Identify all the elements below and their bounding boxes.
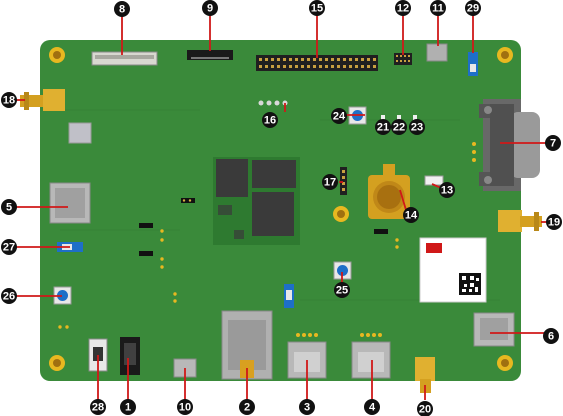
status-leds (381, 115, 417, 121)
callout-number: 15 (311, 3, 323, 15)
callout-12: 12 (395, 0, 411, 16)
callout-4: 4 (364, 399, 380, 415)
callout-number: 9 (207, 3, 213, 15)
dc-power-jack (120, 337, 140, 375)
callout-5: 5 (1, 199, 17, 215)
callout-19: 19 (546, 214, 562, 230)
db9-serial-connector (479, 99, 540, 191)
callout-15: 15 (309, 0, 325, 16)
callout-number: 13 (441, 185, 453, 197)
callout-13: 13 (439, 182, 455, 198)
callout-number: 16 (264, 115, 276, 127)
callout-number: 8 (119, 4, 125, 16)
callout-25: 25 (334, 282, 350, 298)
callout-7: 7 (545, 135, 561, 151)
callout-28: 28 (90, 399, 106, 415)
callout-number: 29 (467, 3, 479, 15)
gray-component (426, 43, 448, 62)
callout-number: 2 (244, 402, 250, 414)
callout-27: 27 (1, 239, 17, 255)
callout-number: 7 (550, 138, 556, 150)
callout-18: 18 (1, 92, 17, 108)
callout-number: 17 (324, 177, 336, 189)
callout-24: 24 (331, 108, 347, 124)
callout-number: 26 (3, 291, 15, 303)
callout-16: 16 (262, 112, 278, 128)
callout-number: 24 (333, 111, 346, 123)
sma-connector-right (498, 210, 542, 232)
callout-number: 28 (92, 402, 104, 414)
callout-number: 10 (179, 402, 191, 414)
callout-number: 3 (304, 402, 310, 414)
callout-number: 1 (125, 402, 131, 414)
callout-number: 22 (393, 122, 405, 134)
callout-3: 3 (299, 399, 315, 415)
rtc-battery-holder (368, 164, 410, 219)
micro-sd-slot (473, 312, 515, 347)
callout-number: 5 (6, 202, 12, 214)
black-fpc-connector (187, 50, 233, 60)
callout-1: 1 (120, 399, 136, 415)
small-pin-header (394, 53, 412, 65)
callout-17: 17 (322, 174, 338, 190)
callout-21: 21 (375, 119, 391, 135)
callout-9: 9 (202, 0, 218, 16)
callout-26: 26 (1, 288, 17, 304)
callout-20: 20 (417, 401, 433, 416)
sma-connector-left (20, 89, 65, 111)
usb-port-2 (351, 341, 391, 379)
ethernet-rj45-port (221, 310, 273, 380)
callout-number: 4 (369, 402, 376, 414)
wireless-module (419, 237, 487, 303)
callout-23: 23 (409, 119, 425, 135)
callout-6: 6 (543, 328, 559, 344)
callout-number: 14 (405, 210, 418, 222)
callout-2: 2 (239, 399, 255, 415)
callout-11: 11 (430, 0, 446, 16)
callout-number: 21 (377, 122, 389, 134)
gpio-header (256, 55, 378, 71)
callout-29: 29 (465, 0, 481, 16)
callout-8: 8 (114, 1, 130, 17)
callout-number: 20 (419, 404, 431, 416)
vertical-pin-header (340, 167, 347, 195)
callout-number: 19 (548, 217, 560, 229)
callout-number: 25 (336, 285, 348, 297)
callout-22: 22 (391, 119, 407, 135)
gray-chip (68, 122, 92, 144)
callout-10: 10 (177, 399, 193, 415)
pin-dots (58, 229, 399, 329)
misc-smd-parts (139, 198, 388, 256)
callout-number: 23 (411, 122, 423, 134)
callout-number: 18 (3, 95, 15, 107)
callout-number: 12 (397, 3, 409, 15)
callout-number: 27 (3, 242, 15, 254)
mounting-holes (49, 47, 513, 371)
callout-number: 11 (432, 3, 444, 15)
sd-card-slot (49, 182, 91, 224)
callout-number: 6 (548, 331, 554, 343)
callout-14: 14 (403, 207, 419, 223)
soc-module (213, 157, 300, 245)
